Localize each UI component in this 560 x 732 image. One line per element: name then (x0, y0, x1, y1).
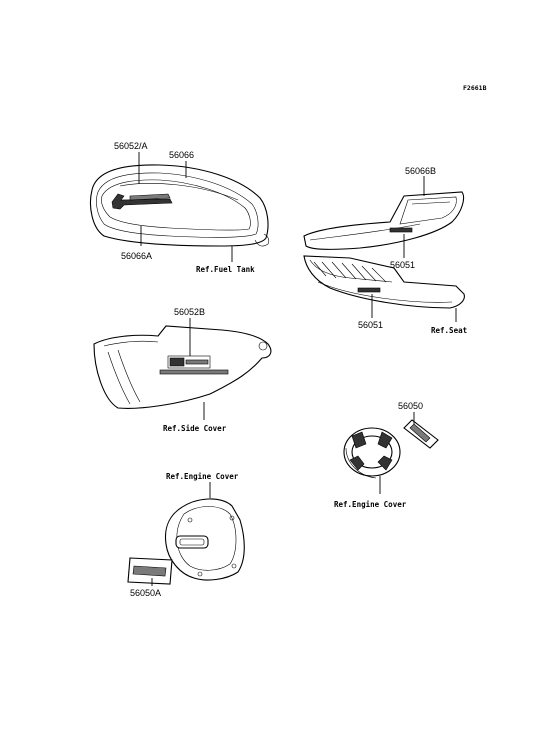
engine-cover-right-illustration (343, 427, 401, 479)
seat-cowl-lower-illustration (303, 255, 465, 309)
engine-cover-left-illustration (164, 498, 245, 581)
seat-cowl-upper-illustration (303, 191, 465, 250)
label-ref-fuel-tank: Ref.Fuel Tank (196, 265, 255, 274)
label-56050: 56050 (398, 401, 423, 411)
side-cover-emblem (159, 355, 229, 375)
tank-logo-emblem (111, 193, 173, 210)
side-cover-illustration (93, 325, 272, 409)
label-56066b: 56066B (405, 166, 436, 176)
label-ref-side-cover: Ref.Side Cover (163, 424, 227, 433)
engine-emblem-right (403, 419, 439, 449)
label-56050a: 56050A (130, 588, 161, 598)
label-ref-seat: Ref.Seat (431, 326, 467, 335)
figure-code: F2661B (463, 84, 487, 92)
label-56052a: 56052/A (114, 141, 148, 151)
label-56052b: 56052B (174, 307, 205, 317)
label-ref-engine-cover-left: Ref.Engine Cover (166, 472, 239, 481)
label-56051-lower: 56051 (358, 320, 383, 330)
seat-lower-emblem (357, 287, 381, 293)
label-56051-upper: 56051 (390, 260, 415, 270)
label-ref-engine-cover-right: Ref.Engine Cover (334, 500, 407, 509)
engine-emblem-left (127, 557, 173, 585)
seat-upper-emblem (389, 227, 413, 233)
label-56066a: 56066A (121, 251, 152, 261)
fuel-tank-illustration (89, 164, 270, 247)
label-56066: 56066 (169, 150, 194, 160)
